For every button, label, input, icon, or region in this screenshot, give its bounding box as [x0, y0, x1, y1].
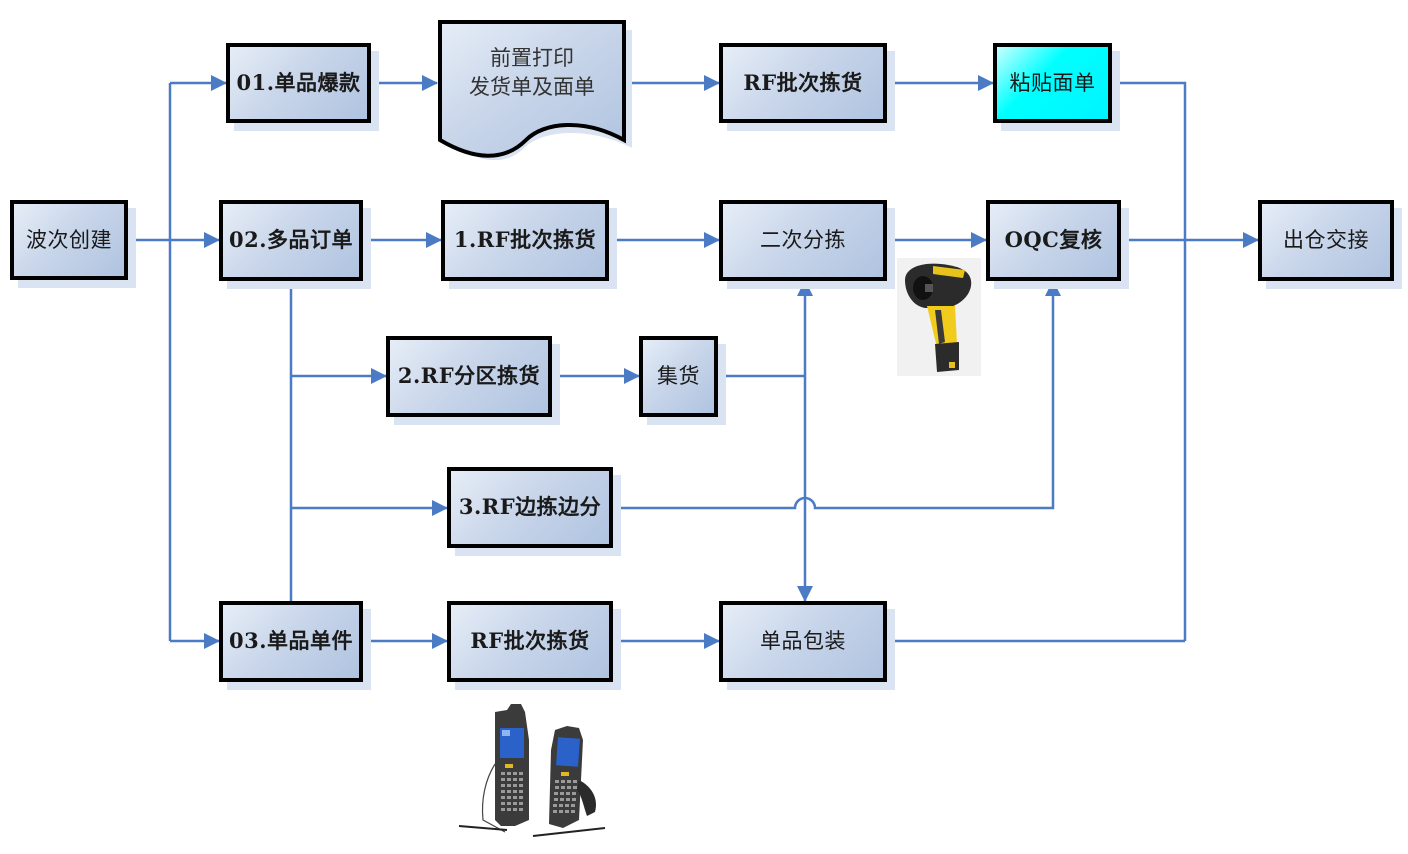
node-label: 03.单品单件 — [228, 628, 354, 654]
preprint-line1: 前置打印 — [490, 46, 574, 70]
preprint-line2: 发货单及面单 — [469, 75, 595, 99]
barcode-scanner-icon — [897, 258, 981, 376]
node-label: 2.RF分区拣货 — [397, 363, 541, 389]
node-paste-label[interactable]: 粘贴面单 — [993, 43, 1112, 123]
node-single-pack[interactable]: 单品包装 — [719, 601, 887, 682]
node-label: 1.RF批次拣货 — [453, 227, 597, 253]
node-rf-batch-pick-1[interactable]: 1.RF批次拣货 — [441, 200, 609, 281]
node-label: RF批次拣货 — [470, 628, 590, 654]
node-rf-zone-pick-2[interactable]: 2.RF分区拣货 — [386, 336, 552, 417]
node-rf-pick-sort-3[interactable]: 3.RF边拣边分 — [447, 467, 613, 548]
preprint-document-node[interactable]: 前置打印 发货单及面单 — [434, 20, 636, 160]
node-label: 集货 — [657, 364, 700, 389]
node-label: 出仓交接 — [1283, 228, 1369, 253]
node-label: 二次分拣 — [760, 228, 846, 253]
node-wave-create[interactable]: 波次创建 — [10, 200, 128, 280]
node-multi-order[interactable]: 02.多品订单 — [219, 200, 363, 281]
node-label: 波次创建 — [26, 227, 112, 252]
node-secondary-sort[interactable]: 二次分拣 — [719, 200, 887, 281]
node-single-hot[interactable]: 01.单品爆款 — [226, 43, 371, 123]
node-rf-batch-pick-top[interactable]: RF批次拣货 — [719, 43, 887, 123]
node-label: 3.RF边拣边分 — [458, 494, 602, 520]
connector-paste-to-merge — [1111, 81, 1187, 641]
node-rf-batch-pick-bottom[interactable]: RF批次拣货 — [447, 601, 613, 682]
rf-pda-devices-icon — [458, 704, 606, 837]
node-oqc-review[interactable]: OQC复核 — [986, 200, 1121, 281]
node-consolidate[interactable]: 集货 — [639, 336, 718, 417]
node-label: OQC复核 — [1004, 227, 1103, 253]
node-label: 粘贴面单 — [1009, 70, 1096, 95]
node-label: 单品包装 — [760, 629, 846, 654]
node-single-piece[interactable]: 03.单品单件 — [219, 601, 363, 682]
node-label: RF批次拣货 — [743, 69, 863, 95]
node-label: 02.多品订单 — [228, 227, 354, 253]
connector-rf3-to-oqc — [612, 280, 1061, 510]
node-label: 01.单品爆款 — [236, 69, 361, 95]
node-outbound-handover[interactable]: 出仓交接 — [1258, 200, 1394, 281]
